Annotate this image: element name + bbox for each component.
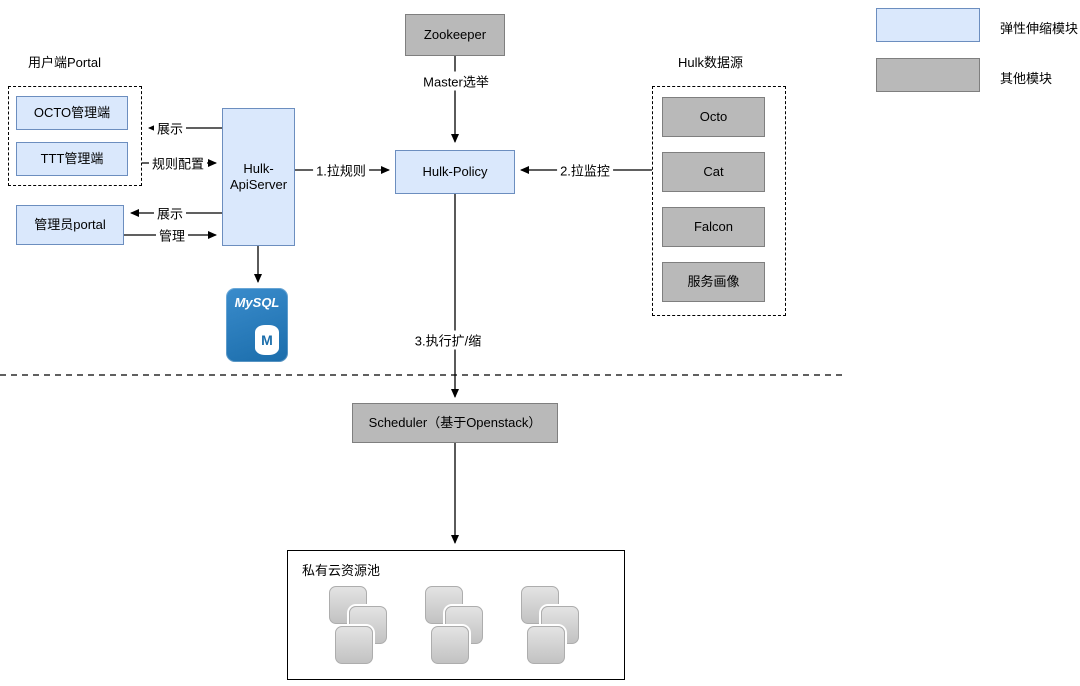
legend-label-other: 其他模块 [1000, 71, 1053, 86]
mysql-icon-label: MySQL [234, 295, 280, 310]
node-admin-portal: 管理员portal [16, 205, 124, 245]
server-icon [527, 626, 565, 664]
server-stack [511, 586, 583, 668]
node-zookeeper-label: Zookeeper [423, 26, 487, 42]
edge-label-pull-monitor: 2.拉监控 [557, 160, 613, 180]
server-icon [431, 626, 469, 664]
edge-label-manage: 管理 [155, 225, 189, 245]
legend-swatch-elastic [876, 8, 980, 42]
mysql-m-letter: M [261, 332, 273, 348]
mysql-database-cylinder-icon: M [255, 325, 279, 355]
node-octo-admin: OCTO管理端 [16, 96, 128, 130]
node-hulk-policy-label: Hulk-Policy [422, 163, 488, 179]
edge-label-execute-scale: 3.执行扩/缩 [411, 330, 485, 350]
node-datasource-falcon: Falcon [662, 207, 765, 247]
group-datasource [652, 86, 786, 316]
node-scheduler-label: Scheduler（基于Openstack） [368, 414, 542, 430]
node-datasource-falcon-label: Falcon [693, 218, 734, 234]
node-ttt-admin-label: TTT管理端 [40, 150, 104, 166]
node-zookeeper: Zookeeper [405, 14, 505, 56]
node-hulk-apiserver-label: Hulk-ApiServer [229, 160, 288, 192]
edge-label-display-top: 展示 [153, 118, 187, 138]
server-stack [415, 586, 487, 668]
legend-swatch-other [876, 58, 980, 92]
node-resource-pool-label: 私有云资源池 [302, 563, 381, 578]
node-octo-admin-label: OCTO管理端 [33, 104, 111, 120]
node-hulk-policy: Hulk-Policy [395, 150, 515, 194]
mysql-icon: MySQL M [226, 288, 288, 362]
node-datasource-octo: Octo [662, 97, 765, 137]
group-user-portal [8, 86, 142, 186]
node-datasource-service-profile-label: 服务画像 [687, 273, 740, 289]
edge-label-rule-config: 规则配置 [148, 153, 208, 173]
edge-label-display-admin: 展示 [153, 203, 187, 223]
node-ttt-admin: TTT管理端 [16, 142, 128, 176]
node-datasource-cat: Cat [662, 152, 765, 192]
group-label-user-portal: 用户端Portal [28, 55, 101, 70]
node-datasource-cat-label: Cat [703, 163, 724, 179]
node-resource-pool: 私有云资源池 [287, 550, 625, 680]
node-scheduler: Scheduler（基于Openstack） [352, 403, 558, 443]
edge-label-master-election: Master选举 [420, 71, 492, 91]
node-hulk-apiserver: Hulk-ApiServer [222, 108, 295, 246]
node-datasource-octo-label: Octo [699, 108, 728, 124]
node-datasource-service-profile: 服务画像 [662, 262, 765, 302]
group-label-datasource: Hulk数据源 [678, 55, 744, 70]
edge-label-pull-rules: 1.拉规则 [313, 160, 369, 180]
node-admin-portal-label: 管理员portal [34, 216, 106, 232]
server-icon [335, 626, 373, 664]
server-stack [319, 586, 391, 668]
legend-label-elastic: 弹性伸缩模块 [1000, 21, 1079, 36]
